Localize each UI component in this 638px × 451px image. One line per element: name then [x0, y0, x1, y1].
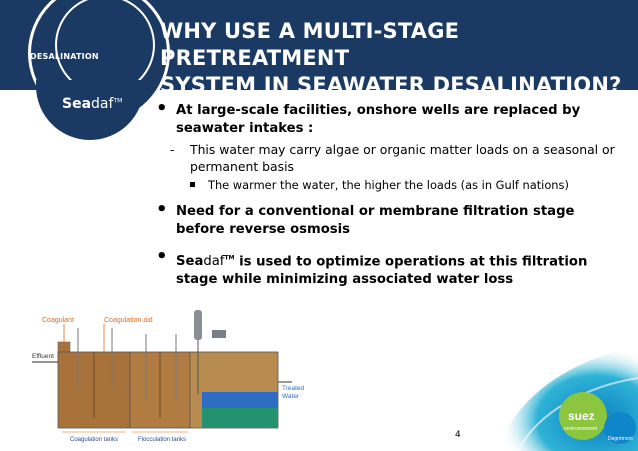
coagulation-tanks-label: Coagulation tanks [70, 437, 118, 443]
suez-logo-text: suez [568, 409, 595, 423]
bullet-dot-icon: • [156, 246, 168, 267]
seadaf-sea: Sea [176, 254, 204, 270]
pressure-vessel [194, 310, 202, 340]
slide-title: WHY USE A MULTI-STAGE PRETREATMENT SYSTE… [160, 18, 630, 99]
square-bullet-icon [190, 182, 195, 187]
bullet-3-text: is used to optimize operations at this f… [176, 254, 588, 288]
treated-water-label-2: Water [282, 393, 300, 400]
sub-sub-bullet-1: The warmer the water, the higher the loa… [190, 177, 626, 193]
dash-icon: - [170, 142, 175, 157]
sub-sub-bullet-1-text: The warmer the water, the higher the loa… [208, 178, 569, 192]
seadaf-logo: SeadafTM [62, 96, 122, 112]
desalination-badge: DESALINATION [30, 52, 99, 61]
logo-tm: TM [113, 97, 123, 105]
badge-inner-circle [55, 0, 155, 95]
degremont-logo-circle [604, 412, 636, 444]
treated-water-label-1: Treated [282, 385, 305, 392]
bullet-item-3: • SeadafTM is used to optimize operation… [156, 246, 626, 289]
suez-logo-subtext: environnement [564, 426, 598, 432]
bullet-dot-icon: • [156, 98, 168, 119]
coagulation-aid-label: Coagulation aid [104, 317, 153, 324]
title-line-1: WHY USE A MULTI-STAGE PRETREATMENT [160, 19, 460, 70]
bullet-list: • At large-scale facilities, onshore wel… [156, 98, 626, 292]
bullet-item-1: • At large-scale facilities, onshore wel… [156, 98, 626, 138]
suez-corner-graphic: suez environnement Degrémont [498, 346, 638, 451]
seadaf-tm: TM [224, 255, 235, 262]
sub-bullet-1: - This water may carry algae or organic … [170, 141, 626, 175]
bullet-3-seadaf: SeadafTM [176, 254, 235, 269]
seadaf-daf: daf [203, 254, 225, 270]
page-number: 4 [455, 430, 461, 440]
suez-logo-circle [559, 392, 607, 440]
degremont-logo-text: Degrémont [608, 436, 633, 442]
title-line-2: SYSTEM IN SEAWATER DESALINATION? [160, 73, 622, 97]
process-diagram: Coagulant Coagulation aid Effluent Treat… [32, 310, 305, 443]
flocculation-tanks-label: Flocculation tanks [138, 437, 186, 443]
sub-bullet-1-text: This water may carry algae or organic ma… [190, 142, 615, 174]
bullet-item-2: • Need for a conventional or membrane fi… [156, 199, 626, 239]
logo-daf: daf [91, 96, 114, 112]
bullet-dot-icon: • [156, 199, 168, 220]
pump [212, 330, 226, 338]
logo-sea: Sea [62, 96, 92, 112]
effluent-label: Effluent [32, 353, 54, 360]
coagulant-label: Coagulant [42, 317, 74, 324]
filter-zone [202, 408, 278, 428]
bullet-2-text: Need for a conventional or membrane filt… [176, 204, 575, 237]
bullet-1-text: At large-scale facilities, onshore wells… [176, 103, 581, 136]
